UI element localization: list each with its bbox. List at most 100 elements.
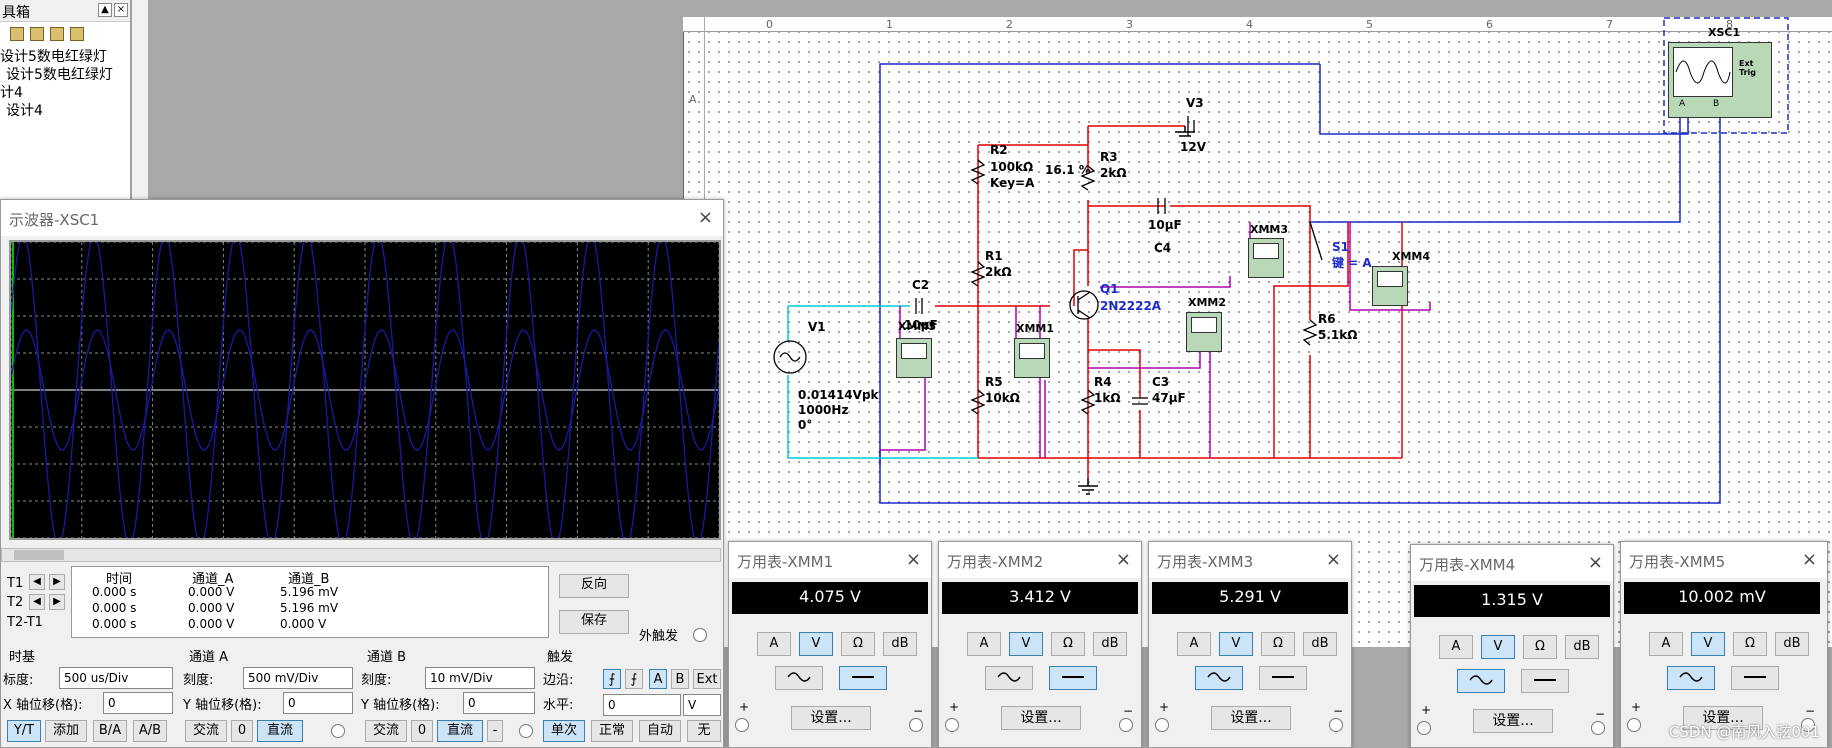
negative-terminal[interactable] [1801, 718, 1815, 732]
open-design-icon[interactable] [30, 27, 44, 41]
channel-b-dc-button[interactable]: 直流 [437, 720, 483, 742]
close-icon[interactable]: × [697, 207, 713, 228]
trigger-level-field[interactable]: 0 [603, 694, 681, 716]
settings-button[interactable]: 设置... [1473, 709, 1553, 733]
channel-b-ac-button[interactable]: 交流 [365, 720, 407, 742]
ammeter-button[interactable]: A [757, 632, 791, 656]
yt-mode-button[interactable]: Y/T [7, 720, 41, 742]
close-icon[interactable]: × [905, 549, 921, 570]
falling-edge-button[interactable]: ⨍ [625, 669, 643, 689]
dc-button[interactable] [1731, 666, 1779, 690]
multimeter-titlebar[interactable]: 万用表-XMM3 × [1149, 542, 1351, 578]
tree-item[interactable]: 设计5数电红绿灯 [6, 67, 113, 83]
ammeter-button[interactable]: A [967, 632, 1001, 656]
t2-right-arrow[interactable]: ▶ [49, 594, 65, 610]
ba-mode-button[interactable]: B/A [93, 720, 127, 742]
voltmeter-button[interactable]: V [1691, 632, 1725, 656]
channel-a-dc-button[interactable]: 直流 [257, 720, 303, 742]
trigger-source-a-button[interactable]: A [649, 669, 667, 689]
xmm2-symbol[interactable] [1186, 312, 1222, 352]
ohmmeter-button[interactable]: Ω [841, 632, 875, 656]
tree-item[interactable]: 设计4 [6, 103, 43, 119]
ac-button[interactable] [1667, 666, 1715, 690]
channel-b-scale-field[interactable]: 10 mV/Div [425, 667, 535, 689]
normal-mode-button[interactable]: 正常 [591, 720, 633, 742]
x-position-field[interactable]: 0 [103, 692, 173, 714]
close-icon[interactable]: × [1325, 549, 1341, 570]
rising-edge-button[interactable]: ⨍ [603, 669, 621, 689]
channel-b-ypos-field[interactable]: 0 [463, 692, 535, 714]
decibel-button[interactable]: dB [1303, 632, 1337, 656]
negative-terminal[interactable] [1119, 718, 1133, 732]
t1-left-arrow[interactable]: ◀ [29, 574, 45, 590]
t2-left-arrow[interactable]: ◀ [29, 594, 45, 610]
timebase-scale-field[interactable]: 500 us/Div [59, 667, 173, 689]
ammeter-button[interactable]: A [1177, 632, 1211, 656]
multimeter-titlebar[interactable]: 万用表-XMM5 × [1621, 542, 1827, 578]
ext-trigger-terminal[interactable] [693, 628, 707, 642]
voltmeter-button[interactable]: V [1009, 632, 1043, 656]
ac-button[interactable] [775, 666, 823, 690]
ammeter-button[interactable]: A [1439, 635, 1473, 659]
channel-b-invert-button[interactable]: - [487, 720, 503, 742]
oscilloscope-titlebar[interactable]: 示波器-XSC1 × [1, 200, 723, 236]
close-icon[interactable]: × [1587, 552, 1603, 573]
channel-a-ac-button[interactable]: 交流 [185, 720, 227, 742]
decibel-button[interactable]: dB [1565, 635, 1599, 659]
decibel-button[interactable]: dB [883, 632, 917, 656]
close-icon[interactable]: × [1115, 549, 1131, 570]
positive-terminal[interactable] [1627, 718, 1641, 732]
voltmeter-button[interactable]: V [1219, 632, 1253, 656]
dc-button[interactable] [1259, 666, 1307, 690]
pin-button[interactable]: ▲ [98, 3, 112, 17]
dc-button[interactable] [1049, 666, 1097, 690]
negative-terminal[interactable] [909, 718, 923, 732]
reverse-button[interactable]: 反向 [559, 574, 629, 598]
scope-display[interactable] [9, 233, 721, 546]
negative-terminal[interactable] [1329, 718, 1343, 732]
positive-terminal[interactable] [945, 718, 959, 732]
close-icon[interactable]: × [1801, 549, 1817, 570]
channel-a-zero-button[interactable]: 0 [231, 720, 253, 742]
settings-button[interactable]: 设置... [1211, 706, 1291, 730]
positive-terminal[interactable] [735, 718, 749, 732]
voltmeter-button[interactable]: V [1481, 635, 1515, 659]
auto-mode-button[interactable]: 自动 [639, 720, 681, 742]
ammeter-button[interactable]: A [1649, 632, 1683, 656]
scope-scrollbar[interactable] [1, 548, 721, 562]
settings-button[interactable]: 设置... [1001, 706, 1081, 730]
ac-button[interactable] [1195, 666, 1243, 690]
channel-b-zero-button[interactable]: 0 [411, 720, 433, 742]
single-mode-button[interactable]: 单次 [543, 720, 585, 742]
xmm5-symbol[interactable] [896, 338, 932, 378]
t1-right-arrow[interactable]: ▶ [49, 574, 65, 590]
close-button[interactable]: × [114, 3, 128, 17]
multimeter-titlebar[interactable]: 万用表-XMM1 × [729, 542, 931, 578]
properties-icon[interactable] [70, 27, 84, 41]
multimeter-titlebar[interactable]: 万用表-XMM4 × [1411, 545, 1613, 581]
positive-terminal[interactable] [1155, 718, 1169, 732]
settings-button[interactable]: 设置... [1683, 706, 1763, 730]
tree-item[interactable]: 设计5数电红绿灯 [0, 49, 107, 65]
decibel-button[interactable]: dB [1093, 632, 1127, 656]
trigger-level-unit[interactable]: V [683, 694, 721, 716]
trigger-source-b-button[interactable]: B [671, 669, 689, 689]
negative-terminal[interactable] [1591, 721, 1605, 735]
multimeter-titlebar[interactable]: 万用表-XMM2 × [939, 542, 1141, 578]
none-mode-button[interactable]: 无 [687, 720, 721, 742]
new-design-icon[interactable] [10, 27, 24, 41]
xmm1-symbol[interactable] [1014, 338, 1050, 378]
ohmmeter-button[interactable]: Ω [1261, 632, 1295, 656]
ohmmeter-button[interactable]: Ω [1733, 632, 1767, 656]
xmm4-symbol[interactable] [1372, 266, 1408, 306]
ac-button[interactable] [1457, 669, 1505, 693]
channel-a-ypos-field[interactable]: 0 [283, 692, 353, 714]
ohmmeter-button[interactable]: Ω [1523, 635, 1557, 659]
trigger-source-ext-button[interactable]: Ext [693, 669, 721, 689]
ohmmeter-button[interactable]: Ω [1051, 632, 1085, 656]
dc-button[interactable] [839, 666, 887, 690]
positive-terminal[interactable] [1417, 721, 1431, 735]
ab-mode-button[interactable]: A/B [133, 720, 167, 742]
save-button[interactable]: 保存 [559, 610, 629, 634]
channel-a-scale-field[interactable]: 500 mV/Div [243, 667, 353, 689]
